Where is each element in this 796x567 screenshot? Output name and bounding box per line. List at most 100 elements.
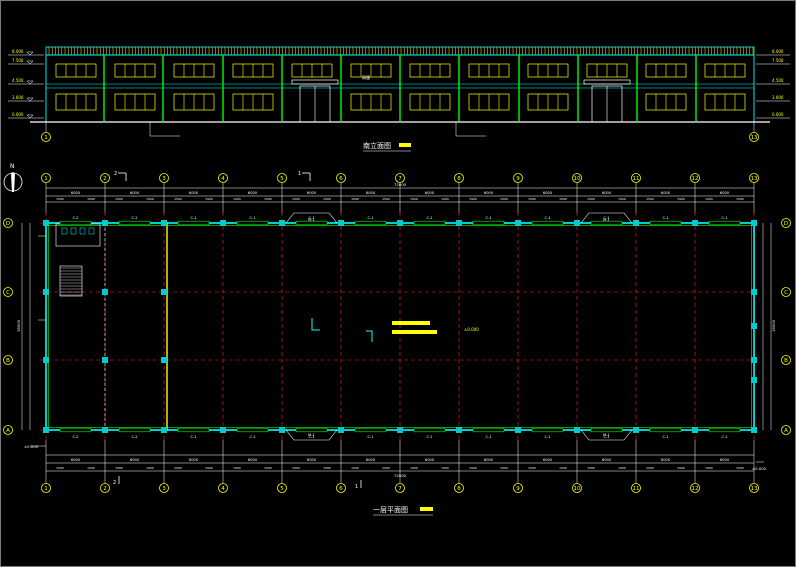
axis-bubble-bottom-13-label: 13 xyxy=(751,486,758,492)
axis-bubble-bottom-5-label: 5 xyxy=(280,486,284,492)
axis-bubble-right-A xyxy=(781,425,791,435)
axis-bubble-bottom-10 xyxy=(572,483,582,493)
pier-dim-bottom: 1500 xyxy=(736,466,744,470)
pier-dim-top: 1500 xyxy=(382,197,390,201)
pier-dim-top: 1500 xyxy=(351,197,359,201)
door-label: M-1 xyxy=(603,218,610,222)
axis-bubble-bottom-8-label: 8 xyxy=(457,486,461,492)
axis-bubble-top-5 xyxy=(277,173,287,183)
window-label-bottom: C-1 xyxy=(308,435,314,439)
column xyxy=(633,427,639,433)
column xyxy=(338,427,344,433)
bay-dimension-bottom: 6000 xyxy=(602,458,612,462)
column xyxy=(751,377,757,383)
stair xyxy=(59,265,83,297)
axis-bubble-bottom-11 xyxy=(631,483,641,493)
window-label-bottom: C-1 xyxy=(721,435,727,439)
axis-bubble-bottom-7 xyxy=(395,483,405,493)
window-opening xyxy=(236,427,269,433)
axis-bubble-top-8-label: 8 xyxy=(457,176,461,182)
bay-dimension-bottom: 6000 xyxy=(189,458,199,462)
bay-dimension-top: 6000 xyxy=(307,191,317,195)
bay-dimension-top: 6000 xyxy=(248,191,258,195)
column xyxy=(102,220,108,226)
axis-bubble-left-B xyxy=(3,355,13,365)
elevation-window xyxy=(527,63,569,78)
level-label-right: 0.000 xyxy=(772,112,784,117)
bay-dimension-top: 6000 xyxy=(543,191,553,195)
level-mark-left xyxy=(26,60,34,65)
total-length-bottom: 72000 xyxy=(394,473,407,478)
corner-mark-right xyxy=(366,330,373,342)
axis-bubble-bottom-3 xyxy=(159,483,169,493)
window-label-top: C-1 xyxy=(544,216,550,220)
column xyxy=(751,220,757,226)
window-opening xyxy=(413,427,446,433)
column xyxy=(102,289,108,295)
pier-dim-top: 1500 xyxy=(469,197,477,201)
window-label-top: C-2 xyxy=(72,216,78,220)
elevation-window xyxy=(350,93,392,111)
column xyxy=(43,427,49,433)
bay-dimension-top: 6000 xyxy=(425,191,435,195)
axis-bubble-top-6-label: 6 xyxy=(339,176,343,182)
level-mark-right: ±0.000 xyxy=(752,466,767,471)
axis-bubble-bottom-13 xyxy=(749,483,759,493)
window-label-top: C-1 xyxy=(603,216,609,220)
column xyxy=(397,427,403,433)
corner-mark-left xyxy=(311,318,320,331)
axis-bubble-left-D-label: D xyxy=(6,221,10,227)
axis-bubble-top-12-label: 12 xyxy=(692,176,699,182)
axis-bubble-bottom-2 xyxy=(100,483,110,493)
elevation-entrance xyxy=(583,79,631,123)
axis-bubble-top-2 xyxy=(100,173,110,183)
level-label-right: 3.600 xyxy=(772,95,784,100)
pier-dim-bottom: 1500 xyxy=(705,466,713,470)
pier-dim-bottom: 1500 xyxy=(500,466,508,470)
window-opening xyxy=(236,220,269,226)
column xyxy=(515,220,521,226)
window-label-bottom: C-2 xyxy=(131,435,137,439)
elevation-axis-left-label: 1 xyxy=(44,135,48,141)
axis-bubble-top-5-label: 5 xyxy=(280,176,284,182)
column xyxy=(574,220,580,226)
elevation-window xyxy=(173,93,215,111)
plan-title-bar xyxy=(420,507,433,511)
elevation-window xyxy=(409,63,451,78)
total-length-top: 72000 xyxy=(394,182,407,187)
axis-bubble-bottom-7-label: 7 xyxy=(398,486,402,492)
bay-dimension-bottom: 6000 xyxy=(307,458,317,462)
axis-bubble-bottom-11-label: 11 xyxy=(633,486,640,492)
level-label-left: 0.000 xyxy=(12,112,24,117)
window-label-bottom: C-1 xyxy=(367,435,373,439)
column xyxy=(751,289,757,295)
elevation-window xyxy=(114,93,156,111)
bay-dimension-bottom: 6000 xyxy=(71,458,81,462)
elevation-window xyxy=(55,93,97,111)
bay-dimension-top: 6000 xyxy=(189,191,199,195)
window-opening xyxy=(354,220,387,226)
pier-dim-bottom: 1500 xyxy=(587,466,595,470)
pier-dim-bottom: 1500 xyxy=(441,466,449,470)
column xyxy=(161,427,167,433)
pier-dim-bottom: 1500 xyxy=(115,466,123,470)
column xyxy=(102,357,108,363)
pier-dim-bottom: 1500 xyxy=(323,466,331,470)
window-opening xyxy=(649,220,682,226)
door: M-1 xyxy=(285,429,338,441)
window-opening xyxy=(708,220,741,226)
pier-dim-bottom: 1500 xyxy=(469,466,477,470)
pier-dim-bottom: 1500 xyxy=(559,466,567,470)
elevation-window xyxy=(232,93,274,111)
axis-bubble-top-7 xyxy=(395,173,405,183)
axis-bubble-top-8 xyxy=(454,173,464,183)
column xyxy=(515,427,521,433)
elevation-window xyxy=(114,63,156,78)
window-label-top: C-1 xyxy=(308,216,314,220)
pier-dim-top: 1500 xyxy=(292,197,300,201)
bay-dimension-top: 6000 xyxy=(484,191,494,195)
column xyxy=(633,220,639,226)
bay-dimension-top: 6000 xyxy=(602,191,612,195)
axis-bubble-right-C-label: C xyxy=(784,290,788,296)
